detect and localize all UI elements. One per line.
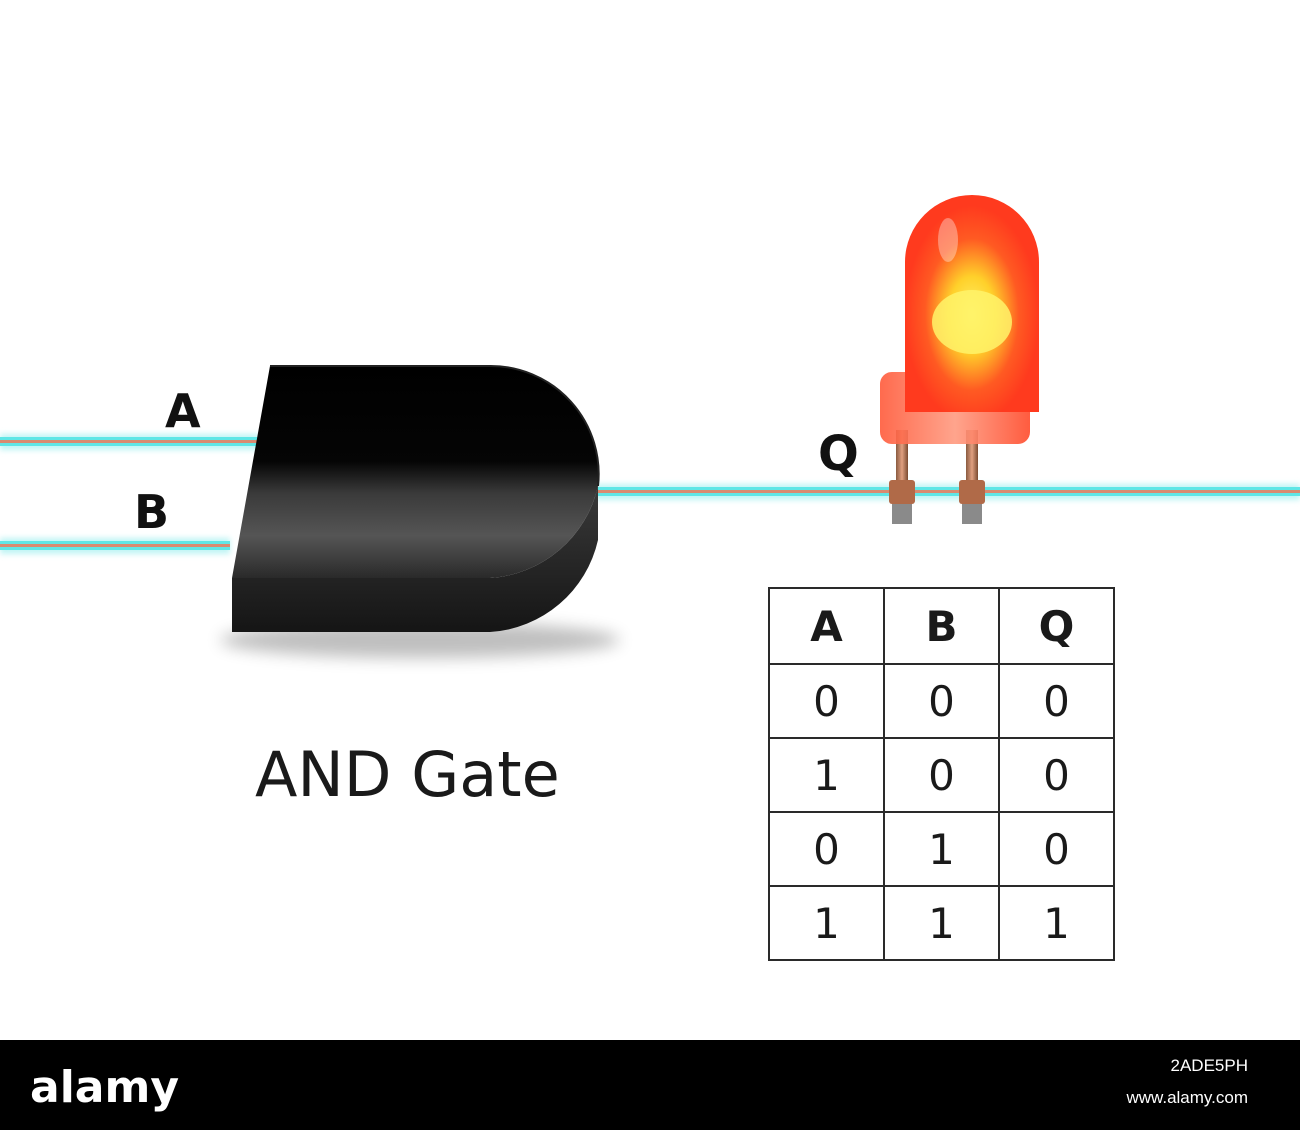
table-cell: 1: [768, 885, 885, 961]
truth-table: A B Q 0 0 0 1 0 0 0 1 0 1 1 1: [768, 587, 1115, 961]
and-gate-body: [232, 364, 600, 632]
table-cell: 0: [998, 663, 1115, 739]
label-output-q: Q: [818, 426, 859, 482]
wire-a: [0, 434, 260, 450]
table-row: 1 0 0: [768, 737, 1115, 813]
table-cell: 0: [998, 737, 1115, 813]
table-cell: 0: [768, 811, 885, 887]
wire-b: [0, 538, 230, 554]
alamy-logo: alamy: [30, 1062, 179, 1113]
table-cell: 1: [998, 885, 1115, 961]
header-b: B: [883, 587, 1000, 665]
table-cell: 1: [883, 811, 1000, 887]
logic-gate-diagram: A B Q: [0, 195, 1300, 658]
table-cell: 0: [883, 737, 1000, 813]
watermark-url: www.alamy.com: [1126, 1088, 1248, 1107]
table-cell: 1: [883, 885, 1000, 961]
label-input-b: B: [134, 485, 169, 539]
table-row: 1 1 1: [768, 885, 1115, 961]
table-row: 0 0 0: [768, 663, 1115, 739]
header-q: Q: [998, 587, 1115, 665]
led-output: [880, 195, 1039, 524]
table-cell: 0: [883, 663, 1000, 739]
truth-table-header-row: A B Q: [768, 587, 1115, 665]
header-a: A: [768, 587, 885, 665]
table-cell: 1: [768, 737, 885, 813]
wire-q: [595, 484, 1300, 500]
diagram-title: AND Gate: [255, 738, 560, 811]
table-cell: 0: [768, 663, 885, 739]
label-input-a: A: [165, 384, 201, 438]
watermark-footer: alamy 2ADE5PH www.alamy.com: [0, 1040, 1300, 1130]
table-cell: 0: [998, 811, 1115, 887]
table-row: 0 1 0: [768, 811, 1115, 887]
image-id: 2ADE5PH: [1170, 1056, 1248, 1075]
